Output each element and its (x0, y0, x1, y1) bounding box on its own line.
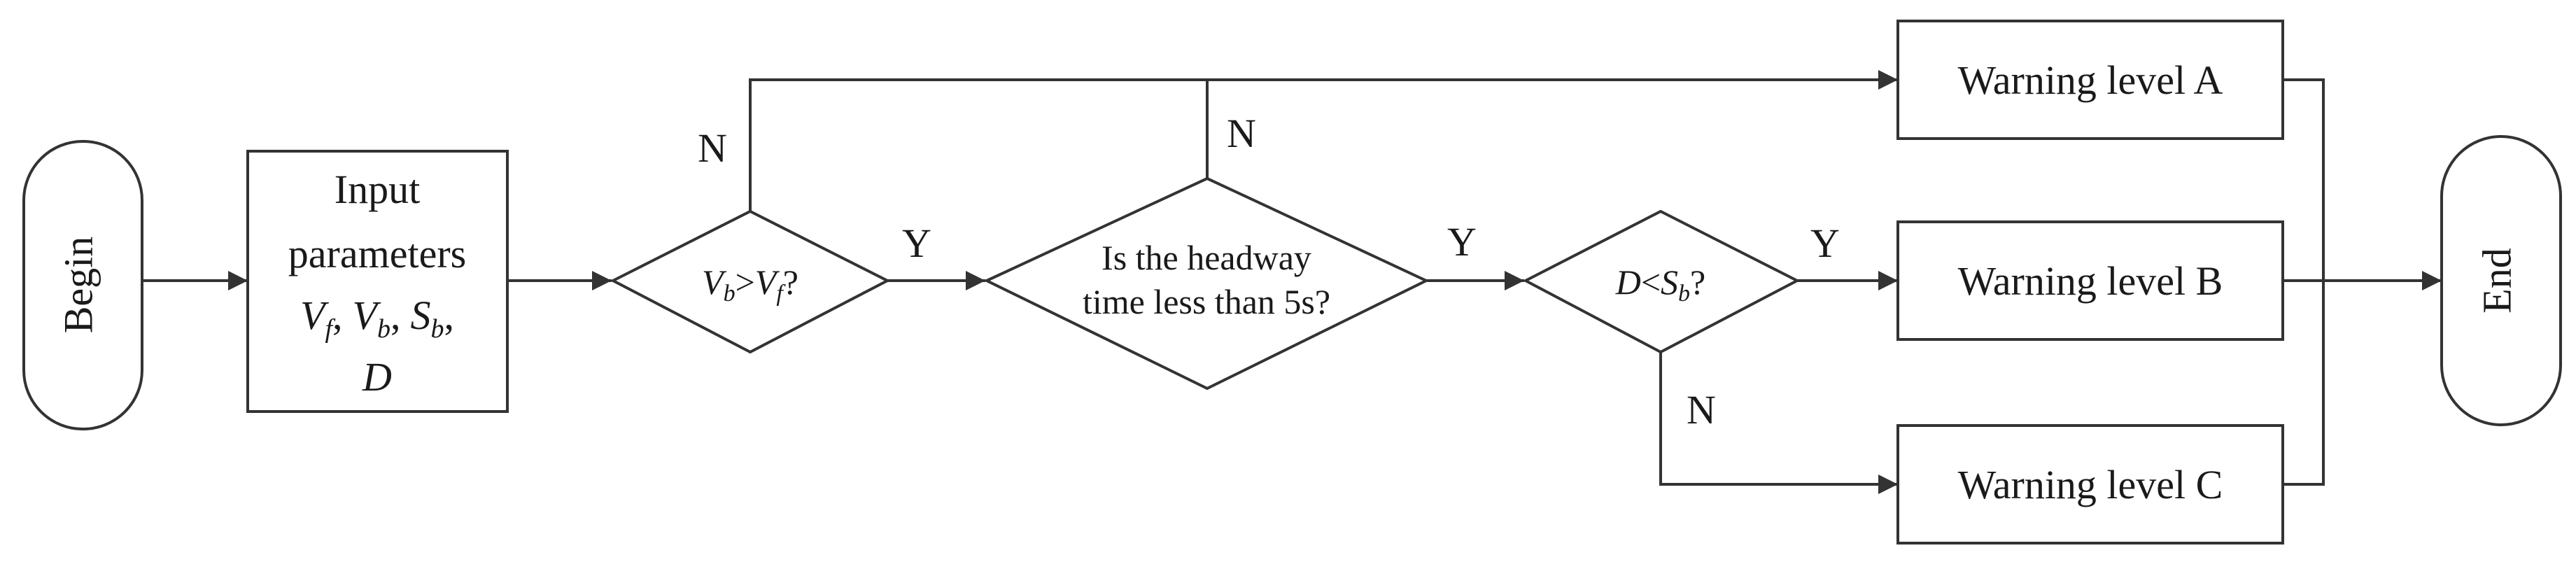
begin-label: Begin (55, 237, 101, 334)
d2-yes-label: Y (1447, 219, 1477, 265)
warning-level-c-box: Warning level C (1896, 424, 2284, 545)
decision-vb-gt-vf: Vb>Vf? (610, 209, 891, 354)
end-terminal: End (2440, 135, 2562, 426)
connectors (142, 70, 2442, 494)
edge-d3-no (1659, 352, 1898, 494)
edge-d1-no (749, 70, 1898, 211)
warning-level-a-box: Warning level A (1896, 20, 2284, 140)
input-parameters-box: Input parameters Vf,Vb,Sb, D (246, 150, 509, 413)
input-line1: Input (335, 167, 420, 212)
decision3-label: D<Sb? (1615, 262, 1706, 307)
decision1-label: Vb>Vf? (702, 262, 798, 307)
input-line2: parameters (288, 231, 466, 276)
d1-no-label: N (698, 125, 727, 171)
warning-level-b-box: Warning level B (1896, 220, 2284, 341)
end-label: End (2474, 248, 2519, 313)
branch-labels: N Y N Y Y N (698, 111, 1840, 433)
warning-a-label: Warning level A (1958, 57, 2223, 103)
warning-b-label: Warning level B (1958, 258, 2223, 304)
decision-headway: Is the headway time less than 5s? (983, 176, 1430, 391)
begin-terminal: Begin (22, 140, 143, 430)
decision2-line1: Is the headway (1102, 238, 1311, 277)
warning-c-label: Warning level C (1958, 462, 2223, 507)
decision-d-lt-sb: D<Sb? (1522, 209, 1801, 354)
input-line4: D (362, 354, 392, 400)
input-line3: Vf,Vb,Sb, (300, 293, 454, 344)
d3-no-label: N (1687, 387, 1716, 433)
d1-yes-label: Y (902, 220, 931, 266)
d3-yes-label: Y (1810, 220, 1840, 266)
d2-no-label: N (1227, 111, 1256, 156)
decision2-line2: time less than 5s? (1083, 282, 1330, 321)
